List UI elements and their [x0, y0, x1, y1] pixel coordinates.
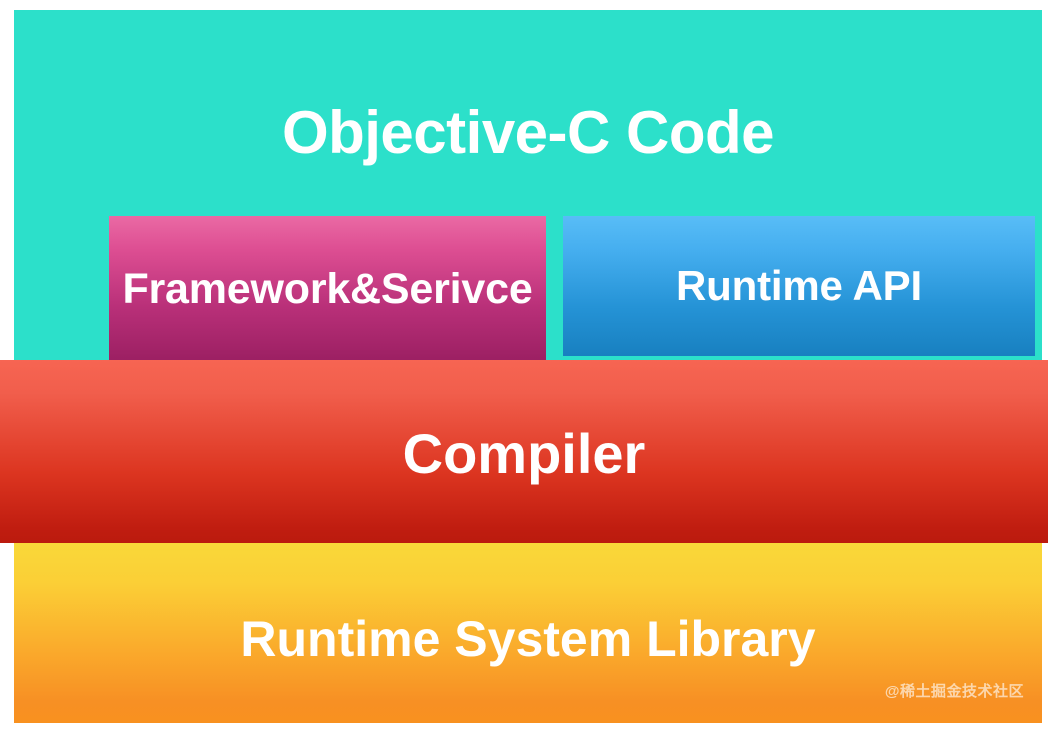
- layer-runtime-api-label: Runtime API: [676, 262, 922, 309]
- watermark-text: @稀土掘金技术社区: [884, 683, 1024, 700]
- layer-runtime-system-library: Runtime System Library @稀土掘金技术社区: [14, 543, 1042, 723]
- layer-framework-service: Framework&Serivce: [109, 216, 546, 362]
- layer-objective-c-code-label: Objective-C Code: [281, 99, 775, 166]
- layer-compiler: Compiler: [0, 360, 1048, 543]
- layer-runtime-system-library-label: Runtime System Library: [240, 611, 816, 667]
- layer-runtime-api: Runtime API: [563, 216, 1035, 356]
- layer-compiler-label: Compiler: [402, 421, 646, 485]
- layer-framework-service-label: Framework&Serivce: [122, 264, 533, 313]
